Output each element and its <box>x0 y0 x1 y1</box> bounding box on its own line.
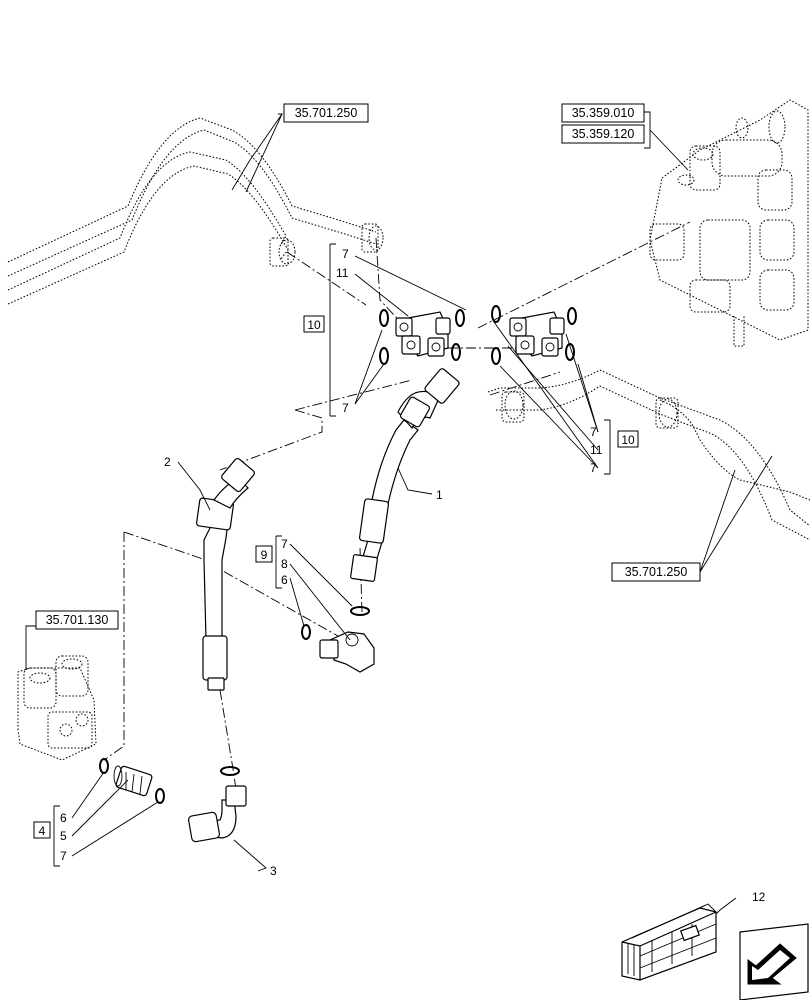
phantom-hoses-right <box>487 369 811 541</box>
group-box-number: 10 <box>307 318 321 332</box>
reference-text: 35.359.010 <box>572 106 635 120</box>
callout-2[interactable]: 2 <box>164 455 171 469</box>
kit-crate-icon <box>621 903 717 981</box>
reference-box-left[interactable]: 35.701.130 <box>35 610 119 630</box>
adapter-fitting-5 <box>113 765 153 797</box>
callout-group-4[interactable]: 4 6 5 7 <box>33 811 67 863</box>
reference-box-top-right-1[interactable]: 35.359.010 <box>561 103 645 123</box>
group-item-number: 7 <box>590 461 597 475</box>
group-item-number: 5 <box>60 829 67 843</box>
group-item-number: 7 <box>342 401 349 415</box>
reference-text: 35.701.250 <box>295 106 358 120</box>
group-box-number: 4 <box>39 824 46 838</box>
group-item-number: 7 <box>60 849 67 863</box>
group-box-number: 9 <box>261 548 268 562</box>
reference-box-right[interactable]: 35.701.250 <box>611 562 701 582</box>
callout-group-10-right[interactable]: 10 7 11 7 <box>590 425 639 475</box>
group-item-number: 7 <box>590 425 597 439</box>
phantom-control-valve <box>649 99 809 347</box>
reference-box-top-left[interactable]: 35.701.250 <box>283 103 369 123</box>
group-item-number: 11 <box>336 266 349 280</box>
hose-3 <box>187 785 247 843</box>
group-item-number: 8 <box>281 557 288 571</box>
callout-number: 3 <box>270 864 277 878</box>
hose-1 <box>350 368 460 582</box>
tee-fitting-left <box>395 311 451 357</box>
callout-3[interactable]: 3 <box>270 864 277 878</box>
group-item-number: 7 <box>281 537 288 551</box>
phantom-solenoid-block <box>17 655 97 761</box>
o-rings <box>99 305 577 804</box>
hose-2 <box>196 457 255 691</box>
group-item-number: 7 <box>342 247 349 261</box>
group-item-number: 6 <box>60 811 67 825</box>
callout-number: 12 <box>752 890 766 904</box>
callout-12[interactable]: 12 <box>752 890 766 904</box>
group-item-number: 6 <box>281 573 288 587</box>
callout-number: 1 <box>436 488 443 502</box>
reference-text: 35.701.130 <box>46 613 109 627</box>
group-item-number: 11 <box>590 443 603 457</box>
callout-group-9[interactable]: 9 7 8 6 <box>255 537 288 587</box>
elbow-fitting-8 <box>319 631 375 673</box>
tee-fitting-right <box>509 311 565 357</box>
reference-box-top-right-2[interactable]: 35.359.120 <box>561 124 645 144</box>
next-page-arrow-icon[interactable] <box>739 923 809 1000</box>
reference-text: 35.701.250 <box>625 565 688 579</box>
phantom-hoses-upper-left <box>7 117 384 305</box>
reference-text: 35.359.120 <box>572 127 635 141</box>
callout-1[interactable]: 1 <box>436 488 443 502</box>
leader-lines <box>25 111 773 927</box>
callout-group-10-left[interactable]: 10 7 11 7 <box>303 247 349 415</box>
group-box-number: 10 <box>621 433 635 447</box>
callout-number: 2 <box>164 455 171 469</box>
